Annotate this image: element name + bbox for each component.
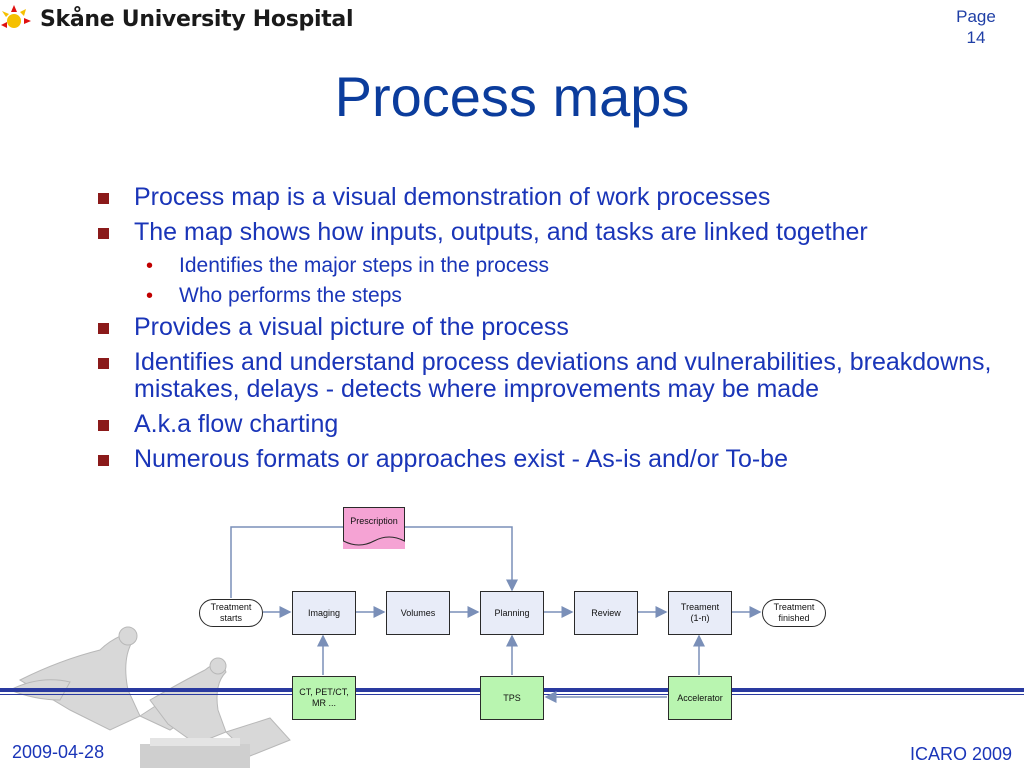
hospital-logo: Skåne University Hospital <box>0 0 354 38</box>
tps-node: TPS <box>480 676 544 720</box>
review-node: Review <box>574 591 638 635</box>
document-shape-icon <box>343 507 405 546</box>
treatment-finished-node: Treatment finished <box>762 599 826 627</box>
prescription-label: Prescription <box>350 515 398 526</box>
bullet-list: Process map is a visual demonstration of… <box>96 184 996 481</box>
bullet-item: A.k.a flow charting <box>96 411 996 438</box>
page-number: Page 14 <box>946 6 1006 48</box>
ct-pet-mr-node: CT, PET/CT, MR ... <box>292 676 356 720</box>
ct-pet-mr-label: CT, PET/CT, MR ... <box>299 687 349 708</box>
footer-date: 2009-04-28 <box>12 742 105 762</box>
volumes-label: Volumes <box>400 607 436 618</box>
treatment-node: Treament (1-n) <box>668 591 732 635</box>
bullet-item: Numerous formats or approaches exist - A… <box>96 446 996 473</box>
planning-node: Planning <box>480 591 544 635</box>
bullet-text: The map shows how inputs, outputs, and t… <box>134 218 868 246</box>
dot-bullet-icon: • <box>146 255 154 277</box>
square-bullet-icon <box>98 193 109 204</box>
bullet-text: Identifies and understand process deviat… <box>134 348 992 403</box>
sub-bullet-item: • Identifies the major steps in the proce… <box>96 254 996 278</box>
treatment-label: Treament (1-n) <box>680 602 720 623</box>
sub-bullet-text: Who performs the steps <box>179 284 402 307</box>
square-bullet-icon <box>98 323 109 334</box>
footer-event: ICARO 2009 <box>909 744 1012 764</box>
accelerator-label: Accelerator <box>677 692 723 703</box>
sub-bullet-item: • Who performs the steps <box>96 284 996 308</box>
bullet-item: The map shows how inputs, outputs, and t… <box>96 219 996 246</box>
imaging-node: Imaging <box>292 591 356 635</box>
square-bullet-icon <box>98 420 109 431</box>
sun-logo-icon <box>1 5 31 28</box>
dot-bullet-icon: • <box>146 285 154 307</box>
bullet-item: Identifies and understand process deviat… <box>96 349 996 403</box>
tps-label: TPS <box>503 692 521 703</box>
imaging-label: Imaging <box>307 607 341 618</box>
treatment-finished-label: Treatment finished <box>773 602 815 623</box>
treatment-starts-label: Treatment starts <box>210 602 252 623</box>
prescription-document: Prescription <box>343 507 405 549</box>
bullet-text: Numerous formats or approaches exist - A… <box>134 445 788 473</box>
page-label: Page <box>956 7 996 26</box>
sub-bullet-text: Identifies the major steps in the proces… <box>179 254 550 277</box>
bullet-text: A.k.a flow charting <box>134 410 339 438</box>
volumes-node: Volumes <box>386 591 450 635</box>
bullet-text: Provides a visual picture of the process <box>134 313 569 341</box>
treatment-starts-node: Treatment starts <box>199 599 263 627</box>
bullet-item: Process map is a visual demonstration of… <box>96 184 996 211</box>
planning-label: Planning <box>494 607 530 618</box>
logo-text: Skåne University Hospital <box>40 6 354 32</box>
page-number-value: 14 <box>966 28 986 47</box>
bullet-text: Process map is a visual demonstration of… <box>134 183 771 211</box>
square-bullet-icon <box>98 455 109 466</box>
accelerator-node: Accelerator <box>668 676 732 720</box>
slide-title: Process maps <box>334 65 690 128</box>
bullet-item: Provides a visual picture of the process <box>96 314 996 341</box>
square-bullet-icon <box>98 228 109 239</box>
square-bullet-icon <box>98 358 109 369</box>
review-label: Review <box>591 607 621 618</box>
